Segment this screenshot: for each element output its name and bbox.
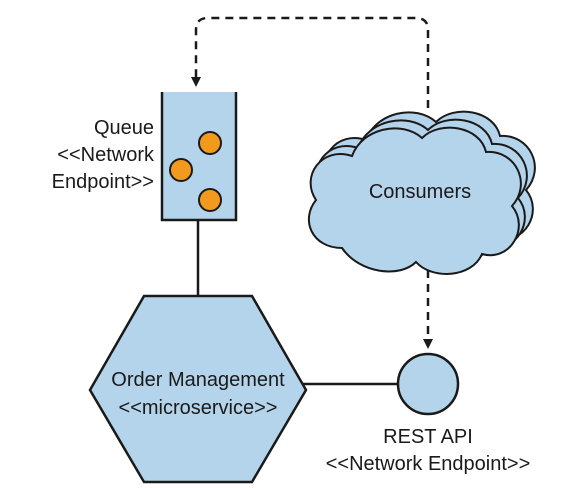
queue-cylinder bbox=[160, 92, 238, 222]
consumers-cloud bbox=[307, 110, 536, 275]
rest-api-endpoint bbox=[396, 352, 460, 416]
order-management-label-line2: <<microservice>> bbox=[119, 397, 278, 419]
queue-message-dot bbox=[198, 131, 222, 155]
queue-label-line1: Queue bbox=[94, 117, 154, 139]
queue-label-line3: Endpoint>> bbox=[52, 171, 154, 193]
rest-api-label-line2: <<Network Endpoint>> bbox=[326, 453, 531, 475]
queue-message-dot bbox=[169, 158, 193, 182]
order-management-hexagon bbox=[88, 294, 308, 484]
queue-label-line2: <<Network bbox=[57, 144, 155, 166]
queue-node bbox=[160, 92, 238, 222]
order-management-label-line1: Order Management bbox=[111, 369, 285, 391]
consumers-to-queue-connector bbox=[191, 16, 430, 108]
queue-message-dot bbox=[198, 188, 222, 212]
rest-api-label-line1: REST API bbox=[383, 426, 473, 448]
consumers-label: Consumers bbox=[369, 181, 471, 203]
consumers-cloud-front bbox=[307, 126, 522, 275]
